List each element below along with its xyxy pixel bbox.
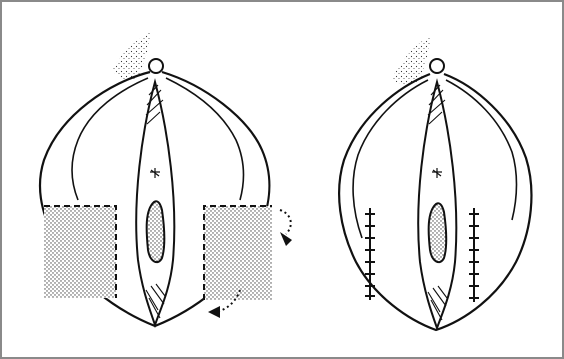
left-inner-contour-l xyxy=(72,78,148,200)
suture-line-right xyxy=(469,208,479,302)
shaded-flap-left xyxy=(44,206,116,298)
right-introitus xyxy=(429,203,447,262)
left-inner-contour-r xyxy=(166,78,243,200)
rotation-arrow-upper-head xyxy=(280,232,292,246)
rotation-arrow-upper xyxy=(280,210,291,234)
left-panel xyxy=(40,32,292,326)
suture-line-left xyxy=(365,208,375,300)
shaded-flap-right xyxy=(204,206,272,300)
right-inner-contour-r xyxy=(446,80,517,220)
right-inner-contour-l xyxy=(353,80,428,238)
right-clitoris xyxy=(430,59,444,73)
right-panel xyxy=(339,36,531,330)
left-clitoris xyxy=(149,59,163,73)
left-introitus xyxy=(147,201,165,262)
rotation-arrow-lower-head xyxy=(208,306,220,318)
